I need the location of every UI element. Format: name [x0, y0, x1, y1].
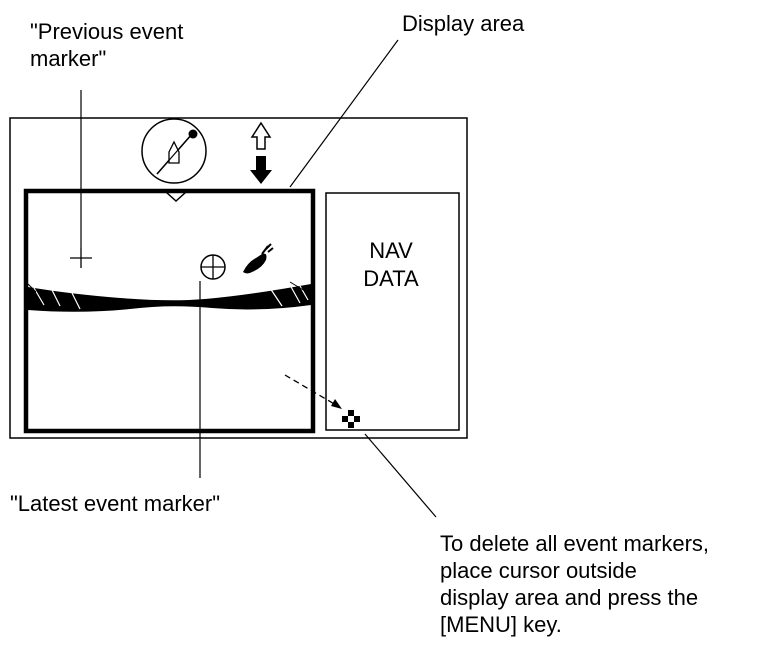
display-area — [23, 188, 316, 434]
latest-event-marker-icon — [200, 254, 226, 280]
arrow-down-filled-icon — [250, 156, 272, 184]
delete-note-line-4: [MENU] key. — [440, 612, 562, 637]
display-area-leader — [289, 39, 399, 188]
latest-event-marker-label: "Latest event marker" — [10, 491, 221, 516]
previous-event-marker-label: "Previous event marker" — [30, 18, 183, 72]
delete-markers-note: To delete all event markers, place curso… — [440, 530, 709, 638]
triangle-marker-icon — [164, 191, 188, 203]
compass-icon — [141, 118, 207, 184]
nav-data-line-2: DATA — [363, 266, 419, 291]
previous-event-marker-label-line-1: "Previous event — [30, 19, 184, 44]
display-area-label: Display area — [402, 11, 525, 36]
cursor-icon — [342, 410, 360, 428]
fish-school-icon — [243, 243, 274, 274]
arrow-up-outline-icon — [250, 121, 272, 150]
delete-note-leader — [364, 433, 437, 518]
nav-data-line-1: NAV — [369, 238, 413, 263]
previous-event-marker-icon — [70, 248, 92, 268]
delete-note-line-2: place cursor outside — [440, 558, 637, 583]
previous-event-marker-label-line-2: marker" — [30, 46, 107, 71]
delete-note-line-1: To delete all event markers, — [440, 531, 710, 556]
nav-data-panel — [325, 192, 460, 431]
cursor-move-arrow — [284, 374, 342, 409]
delete-note-line-3: display area and press the — [440, 585, 699, 610]
screen-frame — [9, 117, 468, 439]
seabed-echo — [27, 281, 311, 312]
